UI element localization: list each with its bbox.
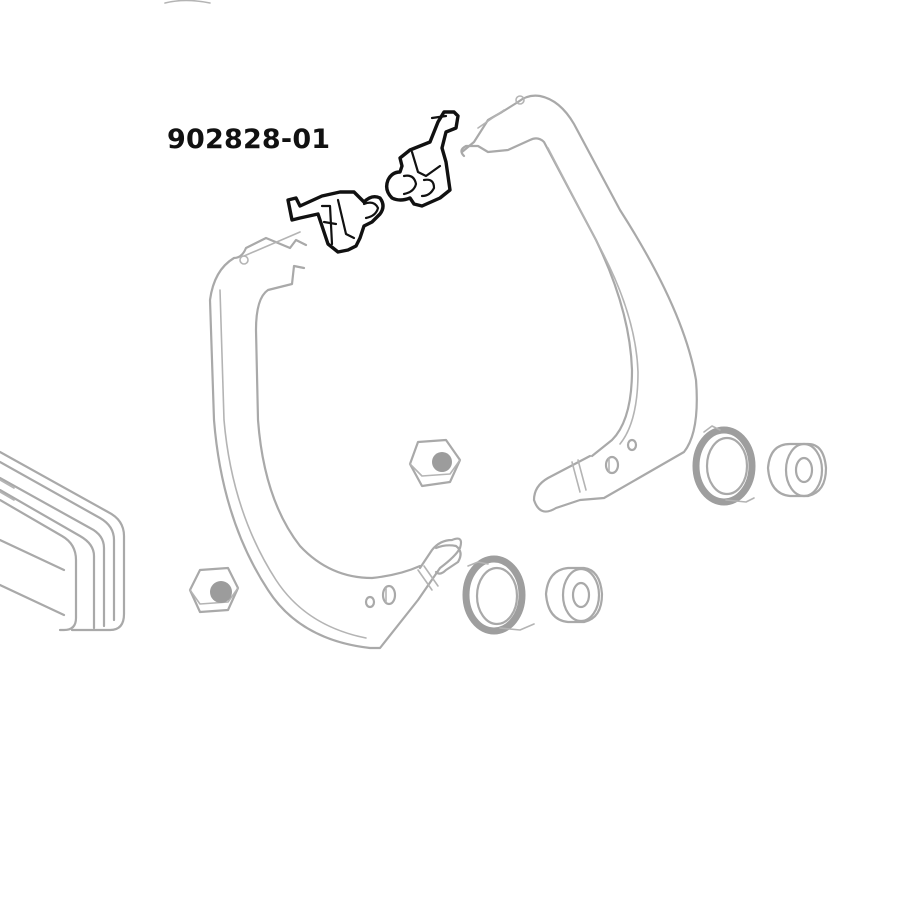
top-artifact bbox=[164, 0, 211, 4]
spring-clip-left bbox=[286, 190, 385, 254]
spring-clip-right bbox=[384, 110, 460, 208]
brake-shoe-right bbox=[460, 94, 698, 513]
hex-nut-upper bbox=[408, 438, 462, 488]
bushing-lower bbox=[544, 566, 604, 624]
bushing-upper bbox=[766, 442, 828, 498]
coil-spring-lower bbox=[462, 555, 535, 635]
part-number-label: 902828-01 bbox=[167, 124, 331, 155]
housing-end-cap bbox=[0, 450, 126, 632]
hex-nut-lower bbox=[188, 566, 240, 614]
coil-spring-upper bbox=[692, 425, 756, 506]
brake-shoe-left bbox=[208, 231, 463, 650]
